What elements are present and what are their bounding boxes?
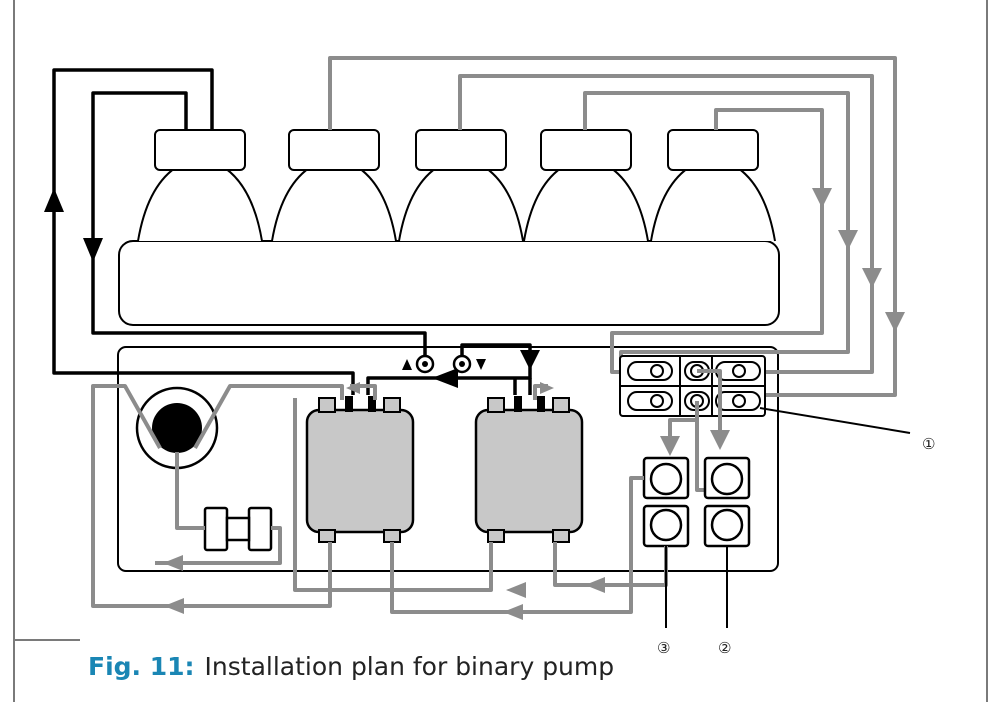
solvent-bottle-1 <box>137 129 263 242</box>
high-pressure-arrows <box>163 382 605 620</box>
proportioning-valves <box>642 456 751 548</box>
up-marker-icon <box>402 359 412 370</box>
degasser-outlet-arrows <box>660 430 730 456</box>
degasser-block <box>619 355 766 417</box>
figure-label: Fig. 11: <box>88 652 195 681</box>
solvent-bottle-4 <box>523 129 649 242</box>
device-panel <box>117 346 779 572</box>
callout-3: ③ <box>657 639 670 657</box>
solvent-bottles <box>137 129 776 242</box>
return-flow-arrows <box>44 188 540 388</box>
down-marker-icon <box>476 359 486 370</box>
solvent-bottle-2 <box>271 129 397 242</box>
high-pressure-lines <box>91 384 668 614</box>
pump-head-right <box>474 396 584 543</box>
bottle-tray <box>118 240 780 326</box>
solvent-lines <box>328 56 897 402</box>
callout-1: ① <box>922 435 935 453</box>
frame <box>13 0 988 702</box>
solvent-bottle-3 <box>398 129 524 242</box>
callout-2: ② <box>718 639 731 657</box>
figure-caption-text: Installation plan for binary pump <box>204 652 615 681</box>
rinse-ports <box>402 354 486 374</box>
solvent-bottle-5 <box>650 129 776 242</box>
pump-head-left <box>305 396 415 543</box>
figure-caption: Fig. 11: Installation plan for binary pum… <box>88 652 614 681</box>
callout-leaders <box>665 407 911 628</box>
solvent-flow-arrows <box>812 188 905 332</box>
inline-filter <box>203 506 273 552</box>
